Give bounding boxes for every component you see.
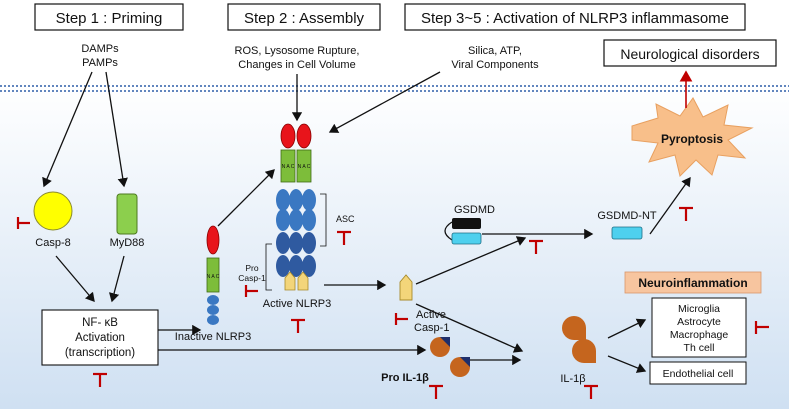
cell-astrocyte: Astrocyte [677,316,721,328]
pyroptosis-label: Pyroptosis [661,132,723,146]
gsdmd-nt-node [611,226,643,240]
inhibitor-cells [754,321,769,334]
neurological-disorders-label: Neurological disorders [620,46,759,62]
trigger-cell-volume: Changes in Cell Volume [238,59,355,71]
cell-th: Th cell [684,342,715,354]
trigger-viral: Viral Components [451,59,539,71]
inhibitor-pro-casp1 [244,285,258,297]
gsdmd-nt-label: GSDMD-NT [597,210,657,222]
cell-microglia: Microglia [678,303,720,315]
step2-title: Step 2 : Assembly [244,10,365,27]
active-casp1-node [399,274,413,301]
arrow-inactive-to-active [217,169,275,227]
inhibitor-nfkb [93,372,107,387]
casp8-node [33,191,73,231]
active-nacht-letters-right: N A C [298,164,311,170]
step2-header: Step 2 : Assembly [227,3,381,31]
arrow-il1b-endothelial [607,355,647,373]
neuroinflammation-label: Neuroinflammation [638,276,747,290]
inactive-nlrp3-label: Inactive NLRP3 [175,331,251,343]
inactive-nlrp3-node: N A C [206,225,220,325]
arrow-casp1-gsdmd [415,236,527,285]
trigger-damps: DAMPs [81,43,119,55]
pyroptosis-burst [631,97,754,177]
inhibitor-asc [337,230,351,245]
asc-bracket [320,193,327,247]
pro-casp1-bracket [265,243,272,291]
myd88-label: MyD88 [110,237,145,249]
inhibitor-casp1-gsdmd [529,239,543,254]
inhibitor-active-nlrp3 [291,318,305,333]
neurological-disorders-box [603,39,777,67]
endothelial-box [649,361,747,385]
arrow-damps-casp8 [42,71,93,188]
active-nacht-letters-left: N A C [282,164,295,170]
inhibitor-active-casp1 [394,313,408,325]
pro-casp1-label-2: Casp-1 [238,273,266,283]
arrow-gsdmdnt-pyroptosis [649,176,691,235]
arrow-damps-myd88 [105,71,128,188]
neuroinflammation-box [624,271,762,294]
trigger-ros: ROS, Lysosome Rupture, [235,45,360,57]
arrow-casp8-nfkb [55,255,95,302]
cell-macrophage: Macrophage [670,329,729,341]
trigger-silica: Silica, ATP, [468,45,522,57]
step1-header: Step 1 : Priming [34,3,184,31]
active-casp1-label-2: Casp-1 [414,322,449,334]
casp8-label: Casp-8 [35,237,70,249]
active-casp1-label-1: Active [416,309,446,321]
pro-il1b-node [430,337,470,377]
endothelial-label: Endothelial cell [663,368,734,380]
pro-casp1-label-1: Pro [245,263,259,273]
cells-box [651,297,747,358]
nfkb-label-3: (transcription) [65,347,135,359]
asc-label: ASC [336,214,355,224]
arrow-silica-to-complex [328,71,441,133]
gsdmd-label: GSDMD [454,204,495,216]
nfkb-label-1: NF- κB [82,317,118,329]
il1b-label: IL-1β [560,373,585,385]
pro-il1b-label: Pro IL-1β [381,372,429,384]
trigger-pamps: PAMPs [82,57,118,69]
myd88-node [116,193,138,235]
inhibitor-gsdmd-nt [679,206,693,221]
inhibitor-casp8 [16,217,30,229]
step3-title: Step 3~5 : Activation of NLRP3 inflammas… [421,10,729,27]
il1b-node [562,316,596,363]
arrow-casp1-il1b [415,303,524,353]
inactive-nacht-letters: N A C [207,274,220,280]
inhibitor-pro-il1b [429,384,443,399]
step3-header: Step 3~5 : Activation of NLRP3 inflammas… [404,3,746,31]
step1-title: Step 1 : Priming [56,10,163,27]
active-nlrp3-complex: N A C N A C [276,123,316,291]
arrow-il1b-cells [607,318,647,339]
nfkb-box [41,309,159,366]
arrow-myd88-nfkb [108,255,125,303]
active-nlrp3-label: Active NLRP3 [263,298,331,310]
inhibitor-il1b [584,384,598,399]
nfkb-label-2: Activation [75,332,125,344]
gsdmd-node [444,218,482,245]
